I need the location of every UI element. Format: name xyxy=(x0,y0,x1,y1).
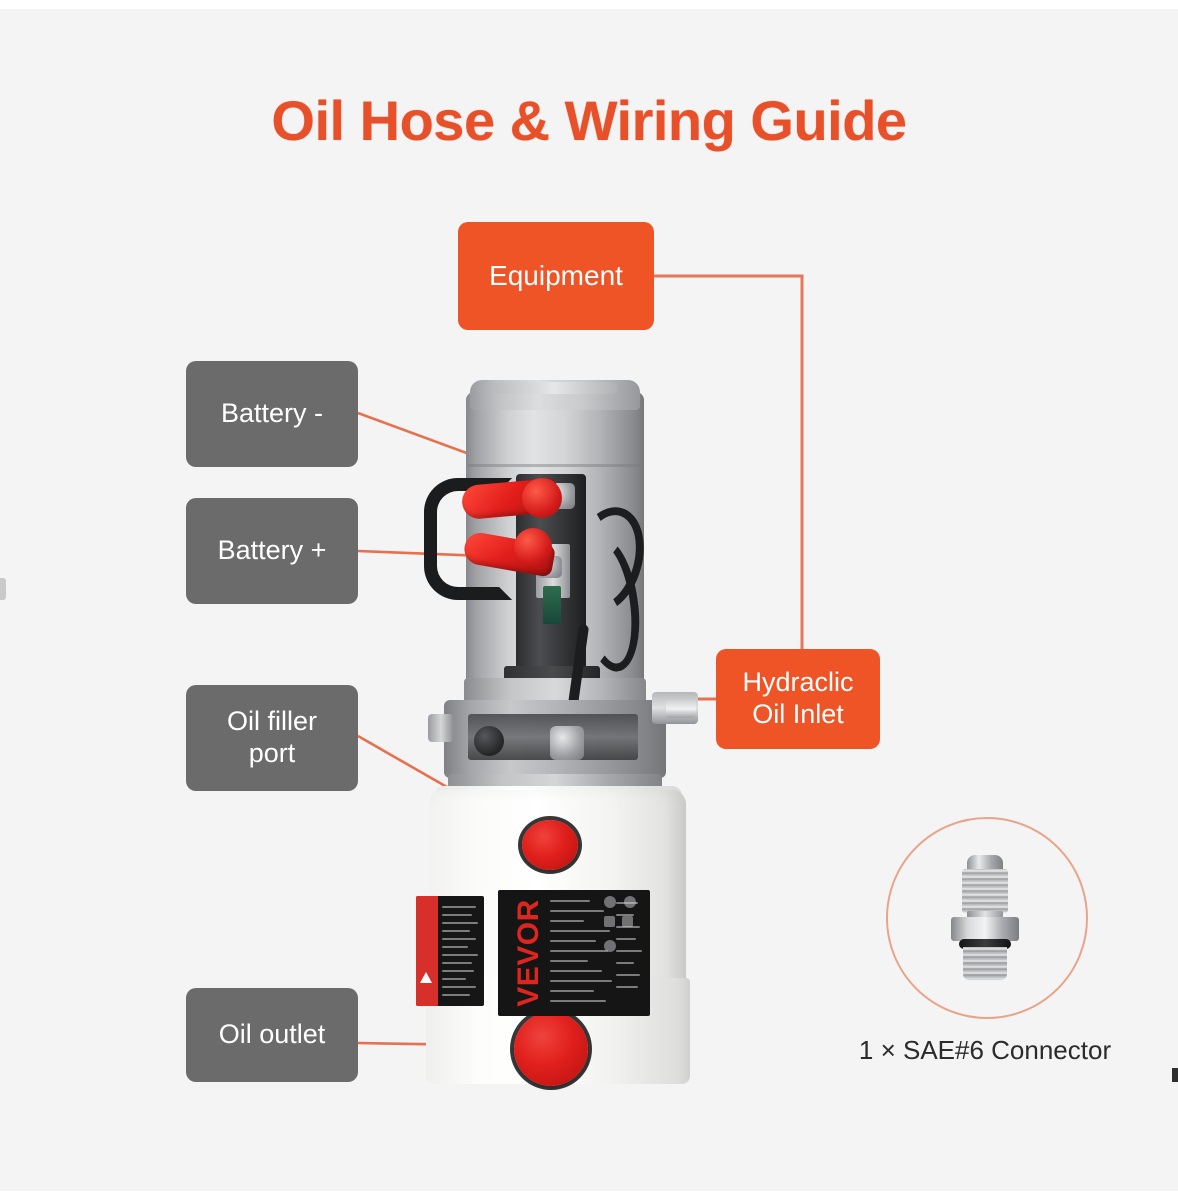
oil-outlet-cap xyxy=(514,1012,588,1086)
callout-oil-filler-port-line2: port xyxy=(248,738,296,768)
certification-icon-5 xyxy=(604,940,616,952)
callout-battery-positive-label: Battery + xyxy=(217,535,327,566)
hydraulic-power-unit-photo: VEVOR xyxy=(404,378,744,1118)
connector-lower-thread xyxy=(963,947,1007,980)
callout-battery-negative-label: Battery - xyxy=(220,398,324,429)
callout-hydraulic-oil-inlet[interactable]: Hydraclic Oil Inlet xyxy=(716,649,880,749)
callout-equipment[interactable]: Equipment xyxy=(458,222,654,330)
callout-oil-outlet[interactable]: Oil outlet xyxy=(186,988,358,1082)
manifold-port-plug xyxy=(474,726,504,756)
circuit-chip xyxy=(543,586,561,624)
certification-icon-1 xyxy=(604,896,616,908)
callout-oil-filler-port-line1: Oil filler xyxy=(226,706,317,737)
warning-strip xyxy=(416,896,438,1006)
callout-oil-outlet-label: Oil outlet xyxy=(218,1019,326,1050)
callout-oil-filler-port[interactable]: Oil filler port xyxy=(186,685,358,791)
callout-equipment-label: Equipment xyxy=(489,260,623,292)
callout-battery-negative[interactable]: Battery - xyxy=(186,361,358,467)
connector-upper-thread xyxy=(962,869,1008,913)
right-edge-artifact xyxy=(1172,1068,1178,1082)
connector-caption: 1 × SAE#6 Connector xyxy=(858,1035,1112,1065)
callout-hydraulic-oil-inlet-label: Hydraclic Oil Inlet xyxy=(742,667,853,731)
callout-hydraulic-oil-inlet-line1: Hydraclic xyxy=(742,667,854,698)
motor-top-lip xyxy=(490,382,618,394)
callout-oil-filler-port-label: Oil filler port xyxy=(227,706,317,770)
connector-inset-circle xyxy=(886,817,1088,1019)
battery-positive-boot-tip xyxy=(514,528,552,566)
left-edge-artifact xyxy=(0,578,6,600)
manifold-hex-bolt xyxy=(550,726,584,760)
page-title: Oil Hose & Wiring Guide xyxy=(271,89,907,152)
connector-top-nose xyxy=(967,855,1003,871)
motor-bottom-ring xyxy=(464,678,646,704)
manifold-left-port xyxy=(428,714,454,742)
connector-o-ring xyxy=(959,939,1011,949)
certification-icon-2 xyxy=(624,896,636,908)
callout-hydraulic-oil-inlet-line2: Oil Inlet xyxy=(752,699,844,729)
warning-label xyxy=(416,896,484,1006)
oil-filler-cap xyxy=(522,820,578,870)
warning-triangle-icon xyxy=(420,972,432,983)
vevor-brand-text: VEVOR xyxy=(512,899,545,1007)
hydraulic-oil-inlet-fitting-tip xyxy=(666,700,696,718)
vevor-spec-label: VEVOR xyxy=(498,890,650,1016)
connector-hex-flats xyxy=(951,917,1019,941)
callout-battery-positive[interactable]: Battery + xyxy=(186,498,358,604)
certification-icon-3 xyxy=(604,916,615,927)
sae6-connector-image xyxy=(945,855,1025,980)
battery-negative-boot-tip xyxy=(522,478,562,518)
motor-seam xyxy=(468,464,642,467)
certification-icon-4 xyxy=(622,916,633,927)
